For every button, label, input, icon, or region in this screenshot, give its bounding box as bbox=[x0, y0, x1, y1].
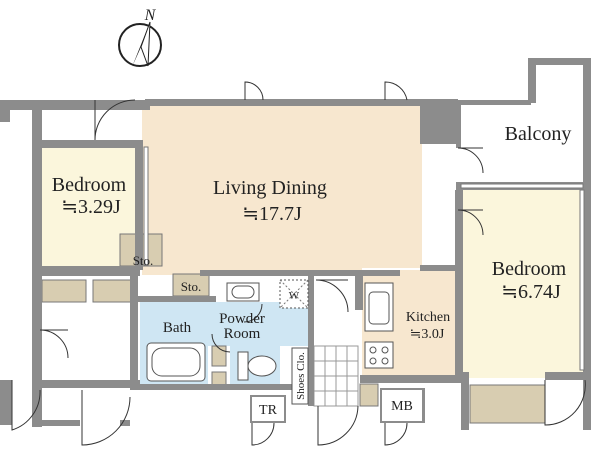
kitchen-label: Kitchen bbox=[406, 310, 450, 325]
entrance-tiles bbox=[313, 345, 359, 407]
balcony-label: Balcony bbox=[505, 123, 572, 145]
living-dining-size: ≒17.7J bbox=[242, 203, 302, 225]
kitchen-sink-icon bbox=[364, 282, 394, 332]
shoes-closet-label: Shoes Clo. bbox=[295, 352, 307, 400]
powder-room-area bbox=[208, 302, 311, 346]
shelf-entrance bbox=[359, 383, 379, 407]
bedroom-left-label: Bedroom bbox=[52, 174, 127, 196]
washer-space-icon bbox=[279, 279, 309, 309]
hall-area bbox=[40, 302, 140, 386]
compass-letter: N bbox=[144, 7, 157, 24]
tr-box bbox=[252, 397, 284, 421]
mb-label: MB bbox=[391, 399, 413, 414]
bedroom-right-size: ≒6.74J bbox=[501, 281, 561, 303]
toilet-icon bbox=[237, 351, 277, 381]
living-dining-label: Living Dining bbox=[213, 177, 327, 199]
closet-left-2 bbox=[92, 279, 134, 303]
bathtub-icon bbox=[146, 342, 206, 382]
bedroom-left-size: ≒3.29J bbox=[61, 196, 121, 218]
powder-room-label-2: Room bbox=[224, 326, 261, 342]
sto-1-label: Sto. bbox=[133, 253, 154, 268]
bedroom-right-label: Bedroom bbox=[492, 258, 567, 280]
mb-box bbox=[382, 390, 422, 421]
washer-label: W bbox=[289, 290, 300, 302]
sink-icon bbox=[226, 282, 260, 302]
balcony-area bbox=[458, 100, 589, 185]
closet-left-1 bbox=[41, 279, 87, 303]
kitchen-size: ≒3.0J bbox=[410, 327, 445, 342]
stove-icon bbox=[364, 341, 394, 369]
shelf-bedroom-right bbox=[469, 384, 546, 424]
doors bbox=[11, 81, 586, 446]
shelf-small-2 bbox=[211, 371, 227, 387]
sto-2-label: Sto. bbox=[181, 279, 202, 294]
tr-label: TR bbox=[259, 403, 278, 418]
windows bbox=[143, 146, 585, 371]
shelf-small bbox=[211, 345, 227, 367]
powder-room-label-1: Powder bbox=[219, 311, 265, 327]
living-dining-area bbox=[142, 104, 422, 268]
north-compass-icon: N bbox=[118, 7, 162, 67]
bath-label: Bath bbox=[163, 320, 192, 336]
shoe-closet-icon bbox=[291, 347, 309, 405]
bedroom-right-area bbox=[461, 190, 589, 378]
